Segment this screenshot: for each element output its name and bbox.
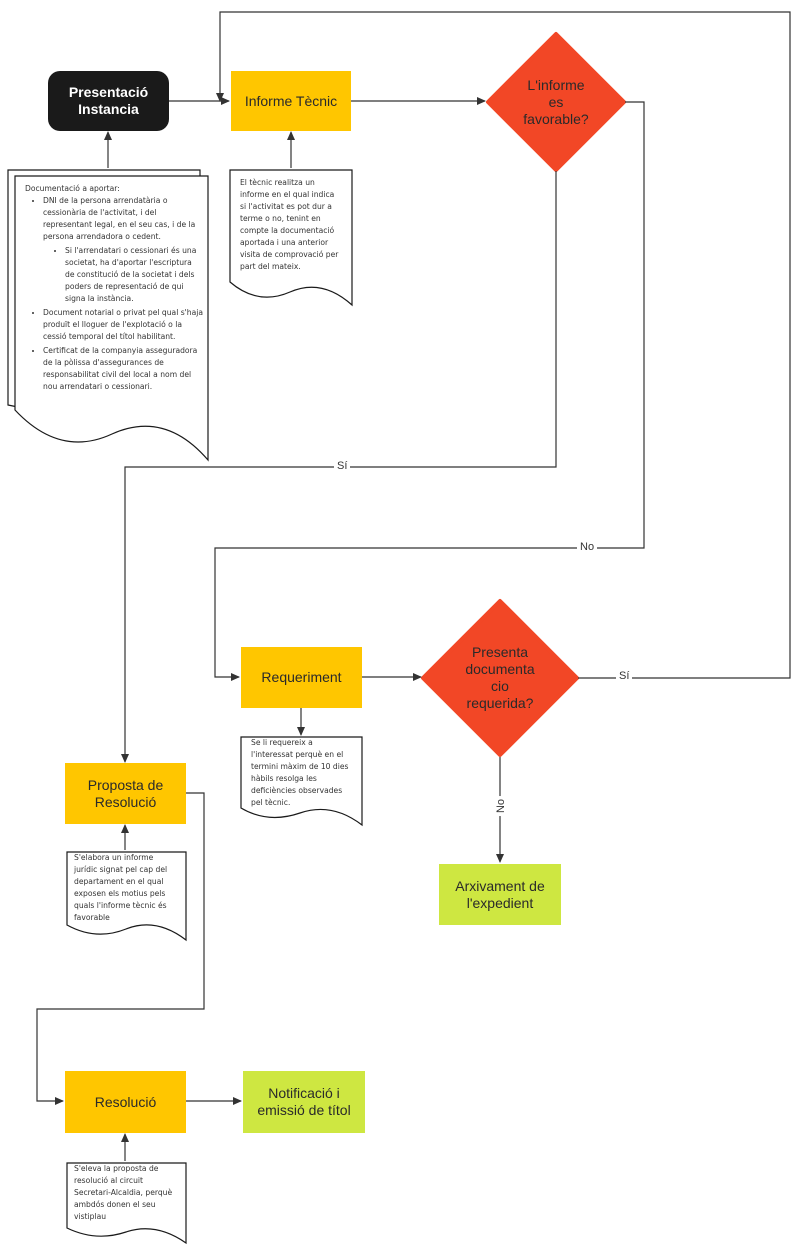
note-informe-text: El tècnic realitza un informe en el qual… <box>240 178 339 271</box>
note-requeriment-shape <box>240 736 363 827</box>
note-proposta-shape <box>66 851 187 942</box>
decision-documentacio-shape <box>421 599 579 757</box>
label-si-favorable: Sí <box>334 460 351 472</box>
node-resolucio[interactable]: Resolució <box>65 1071 186 1133</box>
label-no-favorable: No <box>577 541 598 553</box>
note-requeriment-text: Se li requereix a l'interessat perquè en… <box>251 738 349 807</box>
arrow-proposta-to-resolucio <box>36 792 205 1105</box>
node-notificacio-emissio-titol[interactable]: Notificació i emissió de títol <box>243 1071 365 1133</box>
note-documentacio-item-dni-text: DNI de la persona arrendatària o cession… <box>43 196 196 241</box>
note-documentacio-item-certificat: Certificat de la companyia asseguradora … <box>43 345 203 393</box>
node-arxivament-expedient[interactable]: Arxivament de l'expedient <box>439 864 561 925</box>
decision-documentacio-text[interactable]: Presenta documenta cio requerida? <box>465 644 535 711</box>
decision-favorable-text[interactable]: L'informe es favorable? <box>523 76 589 127</box>
decision-favorable-shape <box>486 32 626 172</box>
note-resolucio-text: S'eleva la proposta de resolució al circ… <box>74 1164 173 1221</box>
arrow-loop-si-documentacio <box>216 11 791 679</box>
label-no-documentacio: No <box>495 795 508 817</box>
node-proposta-resolucio[interactable]: Proposta de Resolució <box>65 763 186 824</box>
note-resolucio-shape <box>66 1162 187 1245</box>
node-presentacio-instancia[interactable]: Presentació Instancia <box>48 71 169 131</box>
note-documentacio-title: Documentació a aportar: <box>25 184 120 193</box>
note-proposta-text: S'elabora un informe jurídic signat pel … <box>74 853 168 922</box>
node-requeriment[interactable]: Requeriment <box>241 647 362 708</box>
arrow-favorable-no <box>214 101 645 681</box>
note-documentacio-item-dni: DNI de la persona arrendatària o cession… <box>43 195 203 305</box>
note-documentacio-text: Documentació a aportar: DNI de la person… <box>25 183 203 395</box>
node-informe-tecnic[interactable]: Informe Tècnic <box>231 71 351 131</box>
note-informe-shape <box>229 169 353 307</box>
note-documentacio-item-document: Document notarial o privat pel qual s'ha… <box>43 307 203 343</box>
note-documentacio-shape <box>14 175 209 462</box>
label-si-documentacio: Sí <box>616 670 633 682</box>
note-documentacio-item-societat: Si l'arrendatari o cessionari és una soc… <box>65 245 203 305</box>
